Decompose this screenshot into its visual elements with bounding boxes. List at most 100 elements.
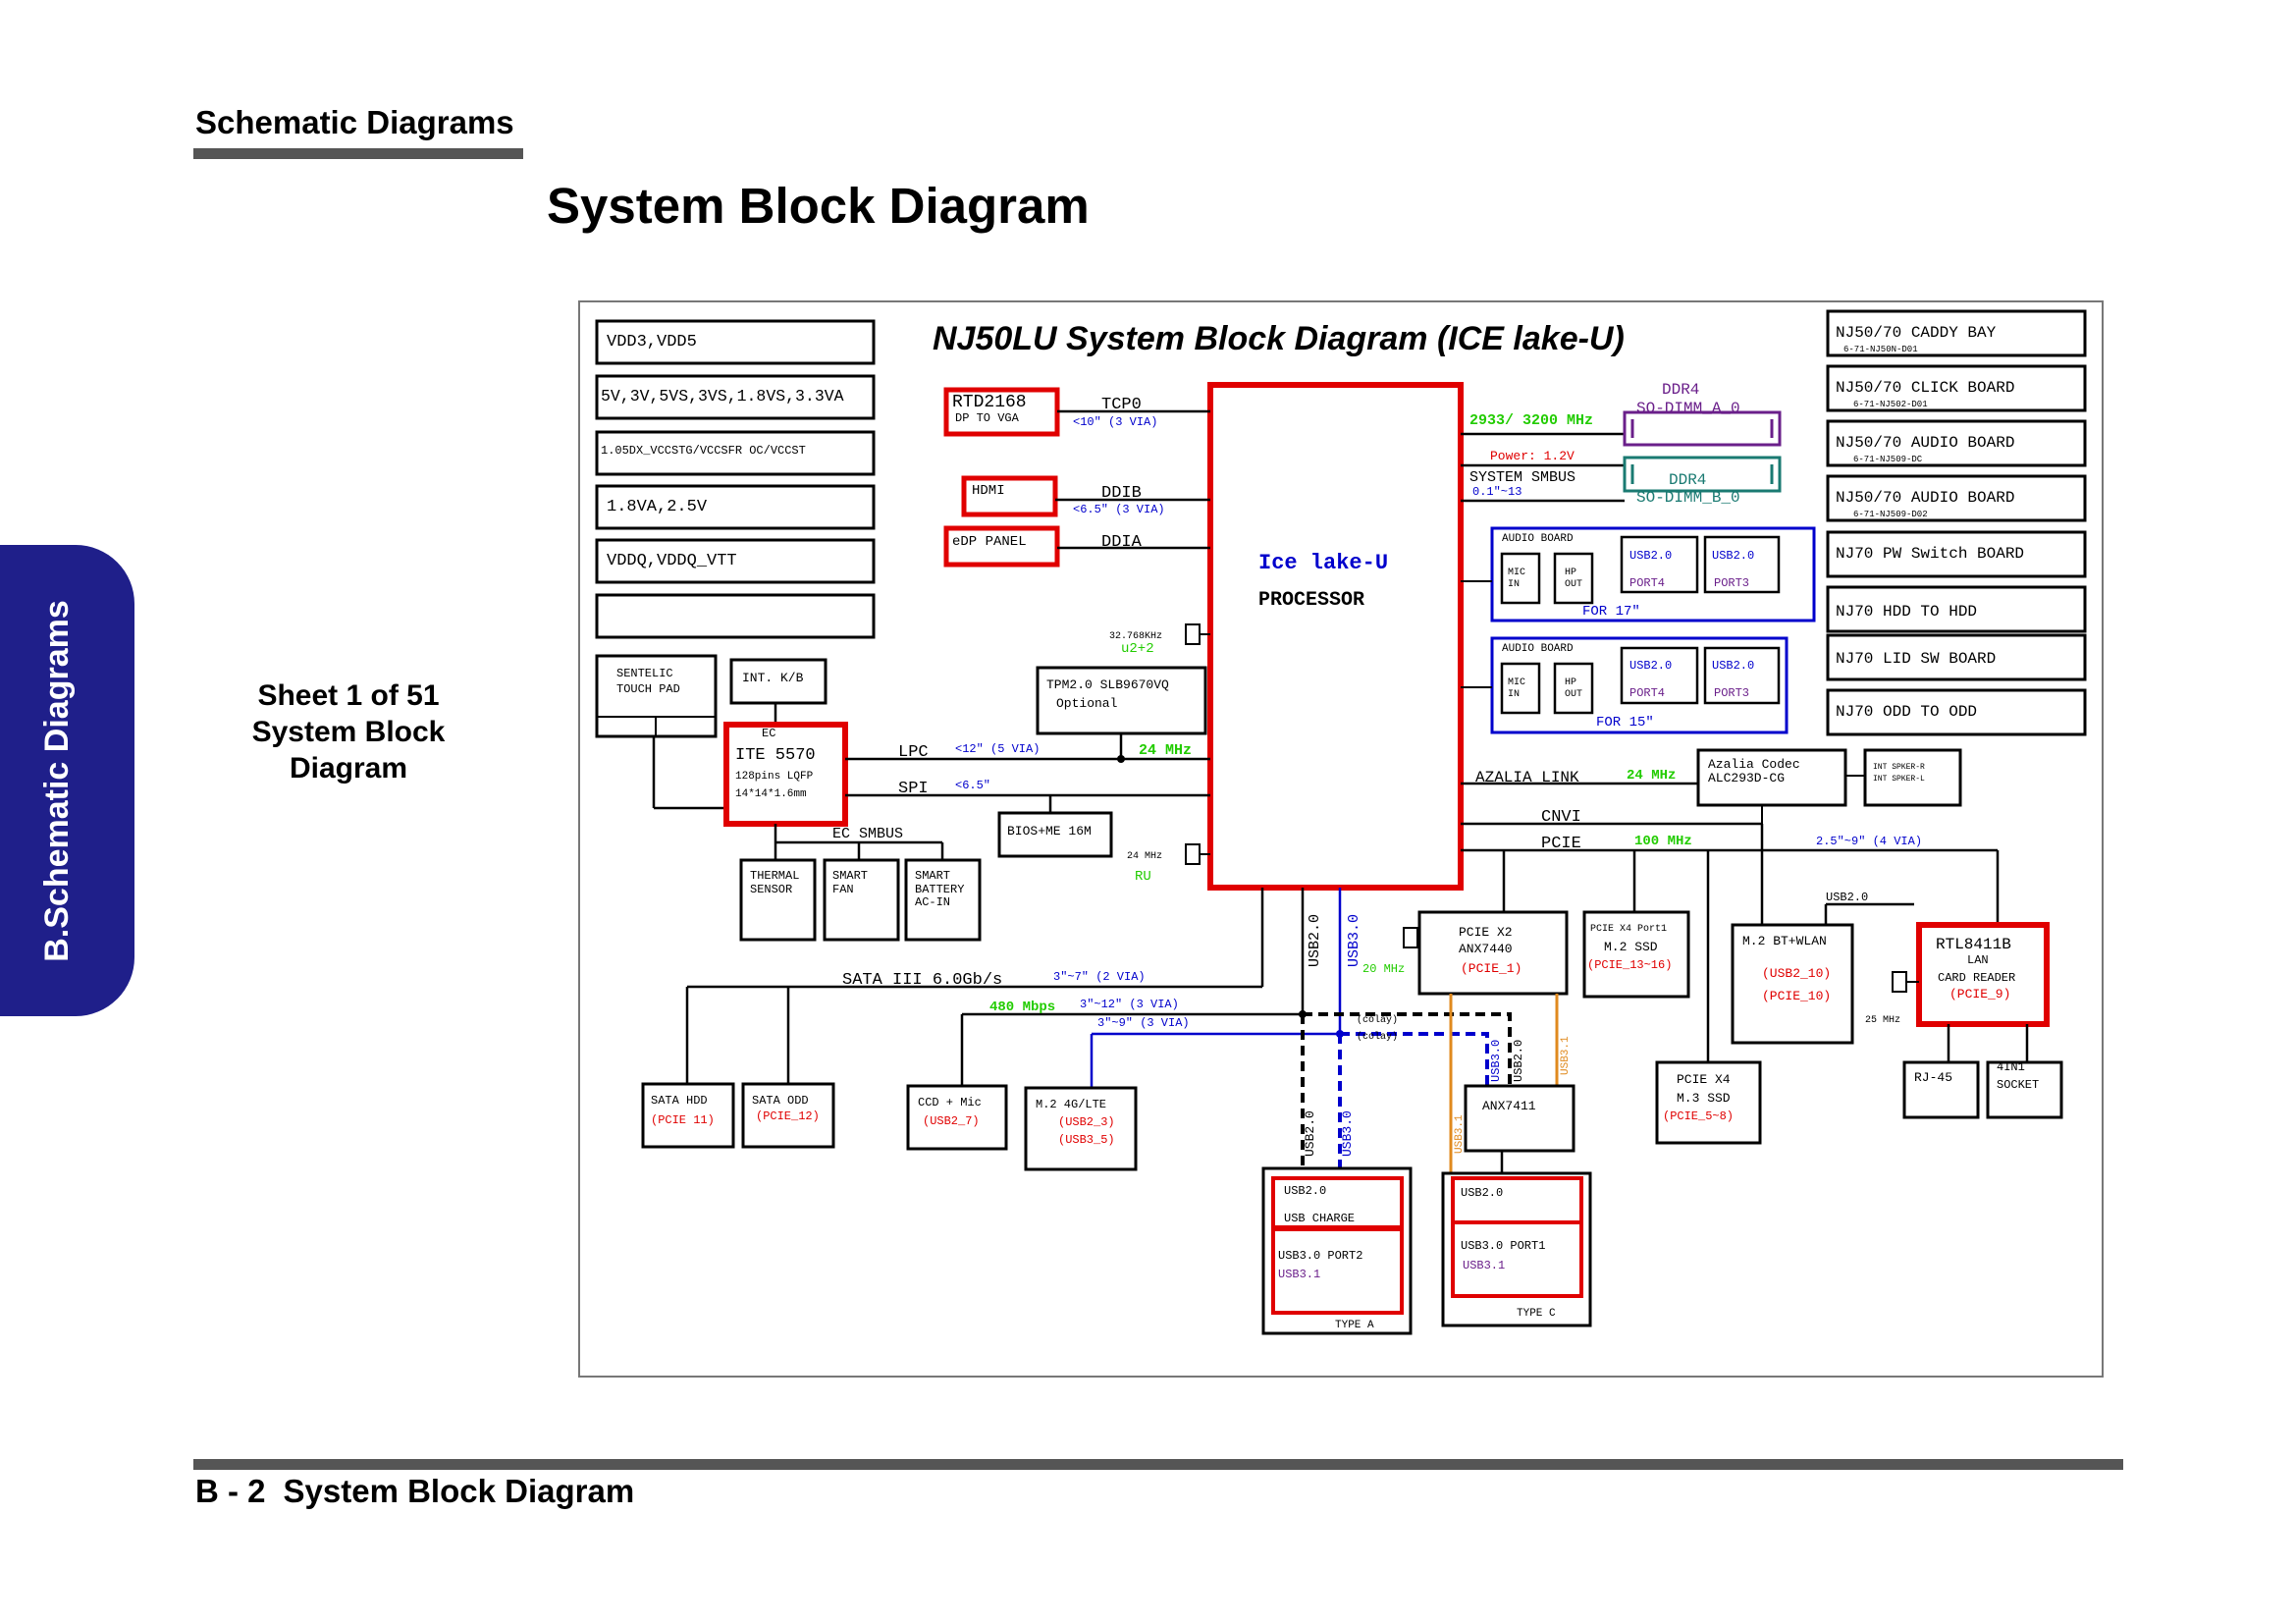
diagram-label: SENTELIC bbox=[616, 667, 673, 680]
diagram-label: (PCIE_13~16) bbox=[1587, 958, 1672, 972]
diagram-label: eDP PANEL bbox=[952, 534, 1027, 550]
usb-type-a: USB2.0 USB CHARGE USB3.0 PORT2 USB3.1 TY… bbox=[1261, 1166, 1413, 1335]
diagram-label: CARD READER bbox=[1938, 971, 2015, 985]
diagram-label: RTL8411B bbox=[1936, 936, 2011, 953]
diagram-label: IN bbox=[1508, 579, 1520, 590]
diagram-label: SO-DIMM_A_0 bbox=[1636, 400, 1740, 417]
diagram-label: M.2 BT+WLAN bbox=[1742, 934, 1827, 948]
camera-lte: CCD + Mic (USB2_7) M.2 4G/LTE (USB2_3) (… bbox=[906, 1084, 1138, 1171]
diagram-label: (PCIE_5~8) bbox=[1663, 1109, 1734, 1123]
ec-block bbox=[723, 722, 848, 827]
diagram-label: Azalia Codec bbox=[1708, 757, 1800, 772]
power-rail-label: 1.05DX_VCCSTG/VCCSFR OC/VCCST bbox=[601, 444, 806, 458]
cpu-block bbox=[1207, 382, 1464, 891]
diagram-label: ALC293D-CG bbox=[1708, 771, 1785, 785]
sheet-note-line: Diagram bbox=[289, 752, 408, 784]
diagram-label: 3"~12" (3 VIA) bbox=[1080, 998, 1179, 1011]
side-tab[interactable]: B.Schematic Diagrams bbox=[0, 545, 134, 1016]
diagram-label: USB2.0 bbox=[1629, 549, 1672, 563]
ec-package: 128pins LQFP bbox=[735, 771, 814, 783]
footer-page-number: B - 2 bbox=[195, 1473, 266, 1509]
diagram-label: 6-71-NJ509-D02 bbox=[1853, 510, 1928, 519]
diagram-label: SMART bbox=[832, 869, 868, 883]
diagram-label: USB2.0 bbox=[1307, 914, 1323, 967]
diagram-label: 24 MHz bbox=[1139, 742, 1192, 759]
diagram-label: PORT3 bbox=[1714, 686, 1749, 700]
diagram-label: Power: 1.2V bbox=[1490, 449, 1575, 463]
diagram-title: NJ50LU System Block Diagram (ICE lake-U) bbox=[933, 320, 1625, 357]
diagram-label: PCIE bbox=[1541, 835, 1581, 853]
diagram-label: HP bbox=[1565, 568, 1576, 578]
sheet-note: Sheet 1 of 51 System Block Diagram bbox=[226, 677, 471, 786]
diagram-label: PCIE X4 bbox=[1677, 1072, 1731, 1087]
diagram-label: NJ50/70 AUDIO BOARD bbox=[1836, 489, 2014, 507]
ec-buses: LPC <12" (5 VIA) 24 MHz SPI <6.5" BIOS+M… bbox=[845, 742, 1210, 858]
diagram-label: MIC bbox=[1508, 568, 1525, 578]
diagram-label: USB CHARGE bbox=[1284, 1212, 1355, 1225]
diagram-label: (PCIE_12) bbox=[756, 1109, 820, 1123]
display-outputs: RTD2168 DP TO VGA TCP0 <10" (3 VIA) HDMI… bbox=[943, 387, 1210, 568]
diagram-label: USB3.0 bbox=[1340, 1110, 1355, 1157]
section-title: Schematic Diagrams bbox=[195, 104, 514, 140]
diagram-label: TCP0 bbox=[1101, 396, 1142, 414]
diagram-label: USB3.0 PORT1 bbox=[1461, 1239, 1545, 1253]
diagram-label: IN bbox=[1508, 689, 1520, 700]
diagram-label: AUDIO BOARD bbox=[1502, 533, 1574, 545]
diagram-label: DDIB bbox=[1101, 484, 1142, 503]
diagram-label: LAN bbox=[1967, 953, 1989, 967]
diagram-label: USB3.1 bbox=[1560, 1036, 1572, 1075]
diagram-label: SATA III 6.0Gb/s bbox=[842, 971, 1002, 990]
diagram-label: <12" (5 VIA) bbox=[955, 742, 1040, 756]
diagram-label: PORT4 bbox=[1629, 686, 1665, 700]
diagram-label: 6-71-NJ509-DC bbox=[1853, 455, 1923, 464]
diagram-label: MIC bbox=[1508, 677, 1525, 688]
diagram-label: SMART bbox=[915, 869, 950, 883]
diagram-label: RU bbox=[1135, 869, 1151, 885]
diagram-label: 24 MHz bbox=[1127, 851, 1162, 862]
audio-codec: AZALIA LINK 24 MHz Azalia Codec ALC293D-… bbox=[1461, 748, 1962, 825]
diagram-label: BATTERY bbox=[915, 883, 964, 896]
diagram-label: AC-IN bbox=[915, 895, 950, 909]
diagram-label: USB2.0 bbox=[1712, 549, 1754, 563]
diagram-label: INT SPKER-L bbox=[1873, 775, 1925, 784]
diagram-label: CNVI bbox=[1541, 808, 1581, 827]
diagram-label: SENSOR bbox=[750, 883, 792, 896]
diagram-label: PCIE X2 bbox=[1459, 925, 1513, 940]
diagram-label: 2933/ 3200 MHz bbox=[1469, 412, 1593, 429]
diagram-label: USB3.1 bbox=[1454, 1114, 1466, 1154]
diagram-label: HDMI bbox=[972, 483, 1005, 499]
diagram-label: USB3.1 bbox=[1463, 1259, 1505, 1272]
diagram-label: (colay) bbox=[1357, 1031, 1398, 1043]
diagram-label: SOCKET bbox=[1997, 1078, 2039, 1092]
diagram-label: DDR4 bbox=[1669, 471, 1706, 489]
diagram-label: (PCIE_10) bbox=[1762, 989, 1831, 1003]
diagram-label: OUT bbox=[1565, 689, 1582, 700]
diagram-label: USB2.0 bbox=[1712, 659, 1754, 673]
diagram-label: (USB3_5) bbox=[1058, 1133, 1115, 1147]
diagram-label: USB2.0 bbox=[1629, 659, 1672, 673]
diagram-label: 100 MHz bbox=[1634, 834, 1692, 849]
diagram-label: (PCIE 11) bbox=[651, 1113, 715, 1127]
diagram-label: (colay) bbox=[1357, 1014, 1398, 1026]
diagram-label: RTD2168 bbox=[952, 393, 1027, 412]
diagram-label: (PCIE_9) bbox=[1949, 987, 2010, 1001]
section-title-underline bbox=[193, 148, 523, 159]
diagram-label: BIOS+ME 16M bbox=[1007, 824, 1092, 839]
diagram-label: 24 MHz bbox=[1627, 768, 1676, 784]
diagram-label: NJ50/70 AUDIO BOARD bbox=[1836, 434, 2014, 452]
anx7411-label: ANX7411 bbox=[1482, 1099, 1536, 1113]
usb-type-c: USB2.0 USB3.0 PORT1 USB3.1 TYPE C bbox=[1441, 1171, 1592, 1327]
diagram-label: NJ70 ODD TO ODD bbox=[1836, 703, 1977, 721]
diagram-label: OUT bbox=[1565, 579, 1582, 590]
power-rail-label: VDD3,VDD5 bbox=[607, 333, 697, 352]
diagram-label: 6-71-NJ50N-D01 bbox=[1843, 345, 1918, 354]
diagram-label: TOUCH PAD bbox=[616, 682, 680, 696]
diagram-label: 25 MHz bbox=[1865, 1015, 1900, 1026]
wlan-module: M.2 BT+WLAN (USB2_10) (PCIE_10) bbox=[1731, 923, 1854, 1045]
diagram-label: PCIE X4 Port1 bbox=[1590, 924, 1667, 935]
rtc-clock: 32.768KHz u2+2 bbox=[1109, 623, 1210, 657]
diagram-label: SPI bbox=[898, 780, 929, 798]
diagram-label: 4IN1 bbox=[1997, 1060, 2025, 1074]
diagram-label: USB3.1 bbox=[1278, 1268, 1320, 1281]
